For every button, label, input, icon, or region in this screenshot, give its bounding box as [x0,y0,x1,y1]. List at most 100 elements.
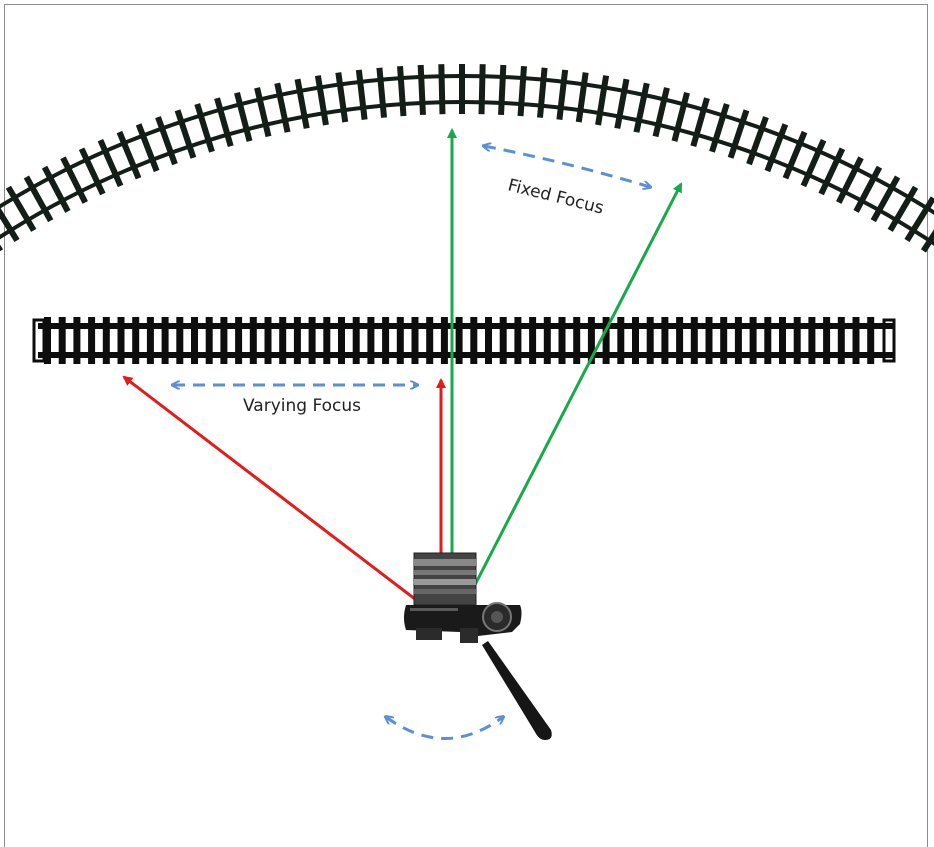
curved-track-tie [155,116,178,166]
curved-track-tie [782,130,808,180]
curved-track-tie [97,138,124,188]
curved-track-tie [294,78,310,129]
straight-track-tie [205,317,213,364]
red-arrow-left [122,375,434,614]
curved-track-tie [78,147,106,196]
straight-track-tie [720,317,728,364]
curved-track-tie [746,116,769,166]
curved-track-tie [920,229,934,253]
straight-track [32,317,896,364]
lens-ring [414,589,476,594]
straight-track-tie [249,317,257,364]
straight-track-tie [705,317,713,364]
curved-track-tie [335,72,349,123]
straight-track-tie [338,317,345,364]
camera-mode-dial-center [491,611,503,623]
straight-rail-end-left [32,318,46,363]
curved-track-tie [214,97,234,148]
straight-rail-bottom [38,352,894,358]
straight-track-tie [176,317,184,364]
straight-track-tie [690,317,698,364]
curved-track-tie [41,165,71,213]
straight-track-tie [58,317,66,364]
tripod-handle [482,641,552,740]
lens-ring [414,570,476,575]
straight-track-tie [323,317,331,364]
straight-track-tie [367,317,375,364]
curved-rail-inner [0,99,934,246]
curved-track-tie [904,196,934,243]
straight-track-tie [867,317,875,364]
curved-track-tie [174,109,197,159]
curved-track-tie [234,91,253,142]
curved-track-tie [417,64,426,116]
straight-track-tie [132,317,140,364]
curved-track-tie [274,82,291,133]
straight-track-tie [734,317,742,364]
curved-track-tie [314,75,329,126]
straight-track-tie [161,317,169,364]
fixed-focus-label: Fixed Focus [506,175,606,218]
straight-track-tie [837,317,845,364]
curved-track-tie [135,123,160,173]
curved-track-tie [818,147,846,196]
straight-track-tie [308,317,316,364]
straight-track-tie [235,317,243,364]
straight-track-tie [102,317,110,364]
curved-track-tie [727,109,750,159]
curved-track-tie [536,67,548,118]
straight-track-tie [264,317,272,364]
curved-track-tie [575,72,589,123]
straight-track-tie [146,317,154,364]
straight-track-tie [44,317,51,364]
curved-track-tie [60,156,88,204]
curved-track-tie [614,78,630,129]
curved-track-tie [633,82,650,133]
straight-track-tie [455,317,463,364]
curved-track-tie [438,64,446,115]
curved-track-tie [478,64,486,115]
curved-track-tie [355,69,368,120]
green-arrow-right [459,182,683,614]
curved-track-tie [498,64,507,116]
curved-track-tie [652,87,670,138]
curved-track-tie [870,175,901,223]
camera-grip [460,628,478,643]
straight-track-tie [220,317,228,364]
curved-track-tie [887,185,919,232]
straight-track-tie [117,317,125,364]
straight-track-tie [279,317,287,364]
straight-track-tie [823,317,831,364]
curved-track-tie [800,138,827,188]
camera-shutter-button [416,628,442,640]
straight-track-tie [73,317,81,364]
straight-track-tie [352,317,360,364]
curved-track-tie [836,156,864,204]
camera-top-plate [410,608,458,611]
curved-track-tie [517,65,527,117]
straight-rail-end-right [882,318,896,363]
straight-track-tie [749,317,757,364]
curved-track-rails [0,74,934,246]
curved-track-tie [709,103,730,153]
lens-ring [414,559,476,566]
curved-track-tie [116,130,142,180]
curved-track-tie [595,75,610,126]
fixed-focus-dashed-arrow [484,146,650,187]
curved-track-ties [0,64,934,253]
straight-track-tie [396,317,404,364]
curved-track [0,64,934,253]
straight-track-tie [779,317,786,364]
curved-track-tie [254,87,272,138]
curved-track-tie [376,67,388,118]
pan-dashed-arrow [386,717,503,740]
straight-rail-top [38,323,894,329]
straight-track-tie [293,317,301,364]
curved-track-tie [671,91,690,142]
straight-track-tie [382,317,390,364]
curved-track-tie [194,103,215,153]
curved-track-tie [0,207,20,243]
curved-rail-outer [0,74,934,215]
straight-track-tie [411,317,419,364]
